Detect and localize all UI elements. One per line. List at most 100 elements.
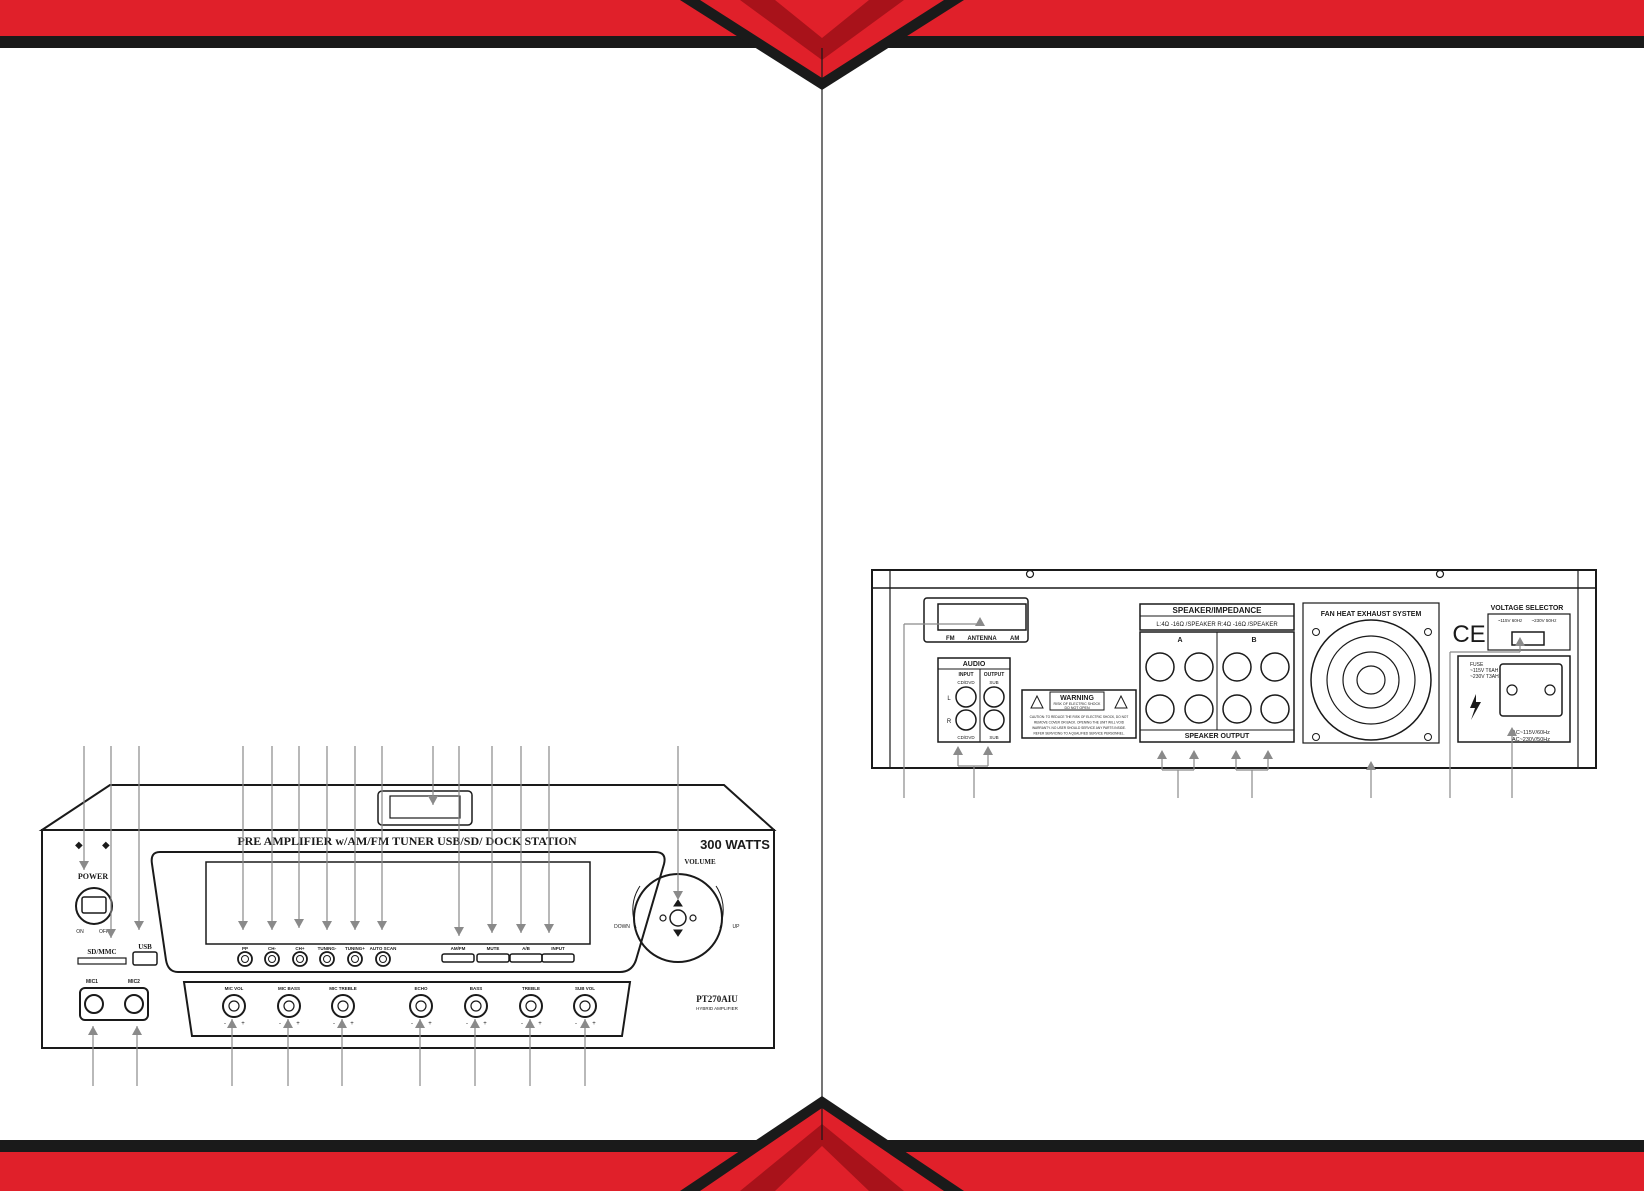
indicator-diamond: ◆: [102, 840, 110, 851]
mic2-jack[interactable]: [124, 994, 144, 1014]
fuse-line: FUSE: [1470, 662, 1484, 668]
cd-input-r-jack[interactable]: [955, 709, 977, 731]
callout-arrowhead: [428, 796, 438, 805]
knob-center: [283, 1000, 295, 1012]
round-button-5[interactable]: [347, 951, 363, 967]
callout-arrowhead: [516, 924, 526, 933]
speaker-terminal-3[interactable]: [1145, 694, 1175, 724]
knob-label: MIC TREBLE: [329, 986, 357, 991]
round-button-1[interactable]: [237, 951, 253, 967]
audio-output-label: OUTPUT: [984, 672, 1005, 678]
knob-panel: [182, 981, 632, 1037]
display-bezel: [150, 851, 666, 973]
mic1-jack[interactable]: [84, 994, 104, 1014]
callout-arrowhead: [470, 1019, 480, 1028]
indicator-diamond: ◆: [75, 840, 83, 851]
knob-7[interactable]: [573, 994, 597, 1018]
ac-inlet[interactable]: [1499, 663, 1563, 717]
round-button-2[interactable]: [264, 951, 280, 967]
audio-sub-label: SUB: [989, 680, 998, 685]
volume-up-label: UP: [733, 924, 741, 930]
volume-marker: [659, 914, 667, 922]
knob-label: ECHO: [414, 986, 428, 991]
callout-arrowhead: [350, 921, 360, 930]
speaker-a-label: A: [1177, 637, 1182, 644]
fan-label: FAN HEAT EXHAUST SYSTEM: [1321, 611, 1422, 618]
volume-up-arrow: [715, 885, 724, 929]
round-button-label: TUNING-: [318, 946, 337, 951]
callout-arrowhead: [1263, 750, 1273, 759]
caution-line: CAUTION: TO REDUCE THE RISK OF ELECTRIC …: [1030, 715, 1129, 719]
lightning-icon: [1470, 694, 1481, 720]
callout-arrowhead: [1231, 750, 1241, 759]
rect-button-1[interactable]: [441, 953, 475, 963]
knob-minus-label: -: [575, 1021, 577, 1027]
warning-line-1: RISK OF ELECTRIC SHOCK: [1054, 702, 1102, 706]
speaker-terminal-8[interactable]: [1260, 694, 1290, 724]
speaker-terminal-5[interactable]: [1222, 652, 1252, 682]
speaker-terminal-7[interactable]: [1222, 694, 1252, 724]
callout-arrowhead: [377, 921, 387, 930]
round-button-4[interactable]: [319, 951, 335, 967]
sub-output-jack[interactable]: [983, 686, 1005, 708]
knob-plus-label: +: [428, 1021, 432, 1027]
callout-arrowhead: [227, 1019, 237, 1028]
caution-icon: [1114, 694, 1128, 709]
callout-arrowhead: [983, 746, 993, 755]
power-switch[interactable]: [75, 887, 113, 925]
knob-2[interactable]: [277, 994, 301, 1018]
voltage-title: VOLTAGE SELECTOR: [1491, 605, 1564, 612]
rect-button-2[interactable]: [476, 953, 510, 963]
power-on-label: ON: [76, 929, 84, 935]
knob-minus-label: -: [279, 1021, 281, 1027]
sub-output-jack[interactable]: [983, 709, 1005, 731]
knob-label: MIC VOL: [225, 986, 244, 991]
knob-minus-label: -: [466, 1021, 468, 1027]
speaker-terminal-4[interactable]: [1184, 694, 1214, 724]
callout-arrowhead: [1189, 750, 1199, 759]
sd-slot[interactable]: [77, 957, 127, 965]
fuse-line: ~115V T6AH: [1470, 668, 1499, 674]
callout-arrowhead: [1507, 727, 1517, 736]
callout-arrowhead: [132, 1026, 142, 1035]
round-button-6[interactable]: [375, 951, 391, 967]
front-knobs: MIC VOL-+MIC BASS-+MIC TREBLE-+ECHO-+BAS…: [222, 986, 597, 1027]
voltage-switch[interactable]: [1511, 631, 1545, 646]
knob-label: SUB VOL: [575, 986, 595, 991]
round-button-cap: [351, 955, 359, 963]
callout-arrowhead: [487, 924, 497, 933]
speaker-terminal-1[interactable]: [1145, 652, 1175, 682]
callout-arrowhead: [454, 927, 464, 936]
round-button-3[interactable]: [292, 951, 308, 967]
knob-3[interactable]: [331, 994, 355, 1018]
lcd-display: [205, 861, 591, 945]
dock-slot: [377, 790, 473, 826]
round-button-label: CH-: [268, 946, 276, 951]
callout-arrowhead: [283, 1019, 293, 1028]
usb-port[interactable]: [132, 951, 158, 966]
knob-4[interactable]: [409, 994, 433, 1018]
knob-5[interactable]: [464, 994, 488, 1018]
speaker-terminal-2[interactable]: [1184, 652, 1214, 682]
speaker-impedance-box: [1139, 603, 1295, 631]
rear-callout-lines: [903, 617, 1525, 798]
knob-6[interactable]: [519, 994, 543, 1018]
knob-center: [415, 1000, 427, 1012]
knob-1[interactable]: [222, 994, 246, 1018]
speaker-terminal-6[interactable]: [1260, 652, 1290, 682]
antenna-fm-label: FM: [946, 636, 955, 642]
power-rocker[interactable]: [81, 896, 107, 914]
mic-jack-panel: [79, 987, 149, 1021]
caution-line: WARRANTY. NO USER SHOULD SERVICE ANY PAR…: [1032, 726, 1126, 730]
rect-button-4[interactable]: [541, 953, 575, 963]
cd-input-l-jack[interactable]: [955, 686, 977, 708]
audio-cd-label-bottom: CD/DVD: [957, 735, 975, 740]
antenna-panel: [923, 597, 1029, 643]
antenna-connector[interactable]: [937, 603, 1027, 631]
ac-rating-line: AC~115V/60Hz: [1512, 730, 1550, 736]
knob-minus-label: -: [333, 1021, 335, 1027]
round-button-cap: [379, 955, 387, 963]
knob-plus-label: +: [538, 1021, 542, 1027]
power-off-label: OFF: [99, 929, 109, 935]
